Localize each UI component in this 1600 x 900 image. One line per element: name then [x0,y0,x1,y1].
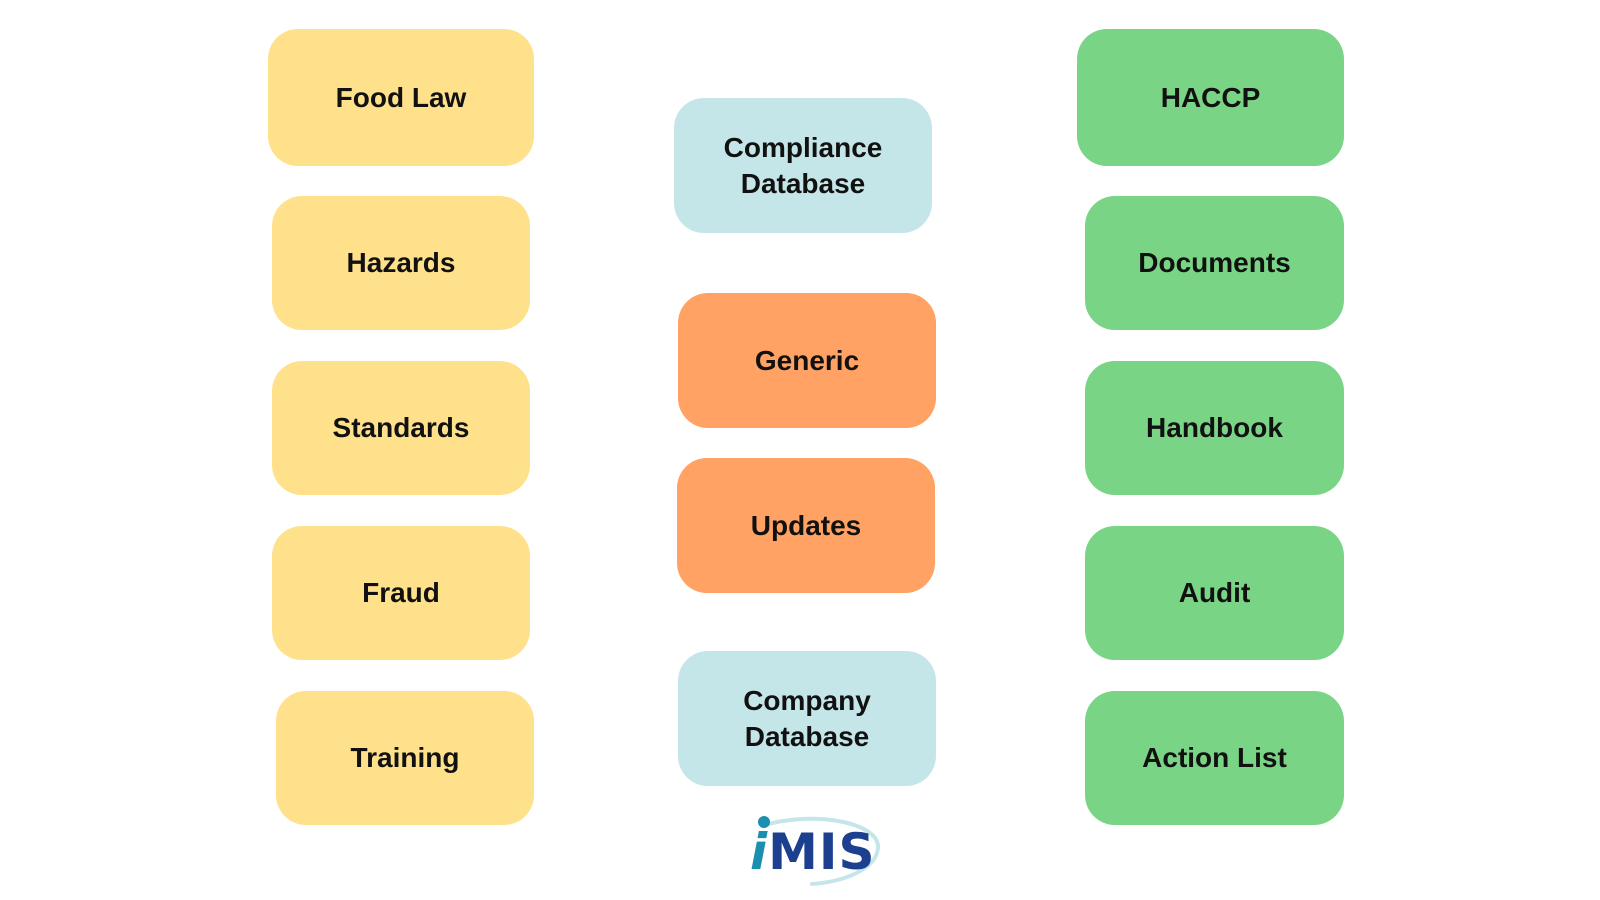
handbook-label: Handbook [1146,412,1283,443]
training-box: Training [276,691,534,825]
training-label: Training [350,742,460,773]
documents-box: Documents [1085,196,1344,330]
company-database-box: Company Database [678,651,936,786]
hazards-label: Hazards [346,247,456,278]
imis-logo: iMIS [742,812,882,888]
food-law-box: Food Law [268,29,534,166]
action-list-label: Action List [1142,742,1287,773]
documents-label: Documents [1138,247,1291,278]
generic-label: Generic [754,344,860,376]
haccp-label: HACCP [1160,81,1261,113]
haccp-box: HACCP [1077,29,1344,166]
audit-box: Audit [1085,526,1344,660]
company-database-line2: Database [744,720,870,752]
fraud-box: Fraud [272,526,530,660]
generic-box: Generic [678,293,936,428]
hazards-box: Hazards [272,196,530,330]
handbook-box: Handbook [1085,361,1344,495]
updates-label: Updates [750,509,862,541]
updates-box: Updates [677,458,935,593]
audit-label: Audit [1178,577,1251,608]
action-list-box: Action List [1085,691,1344,825]
food-law-label: Food Law [335,81,467,113]
logo-swoosh [760,816,881,886]
logo-wordmark: iMIS [750,822,876,882]
logo-i: i [750,823,769,881]
compliance-database-box: Compliance Database [674,98,932,233]
fraud-label: Fraud [362,577,440,608]
company-database-line1: Company [743,684,871,716]
standards-box: Standards [272,361,530,495]
logo-mis: MIS [768,823,876,881]
compliance-database-line2: Database [740,167,866,199]
logo-dot [758,816,770,828]
compliance-database-line1: Compliance [723,131,883,163]
standards-label: Standards [332,412,470,443]
